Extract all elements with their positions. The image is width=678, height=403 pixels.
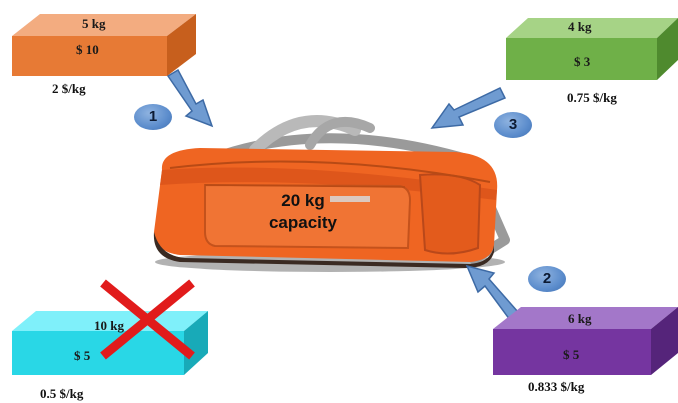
- excluded-cross-icon: [0, 0, 678, 403]
